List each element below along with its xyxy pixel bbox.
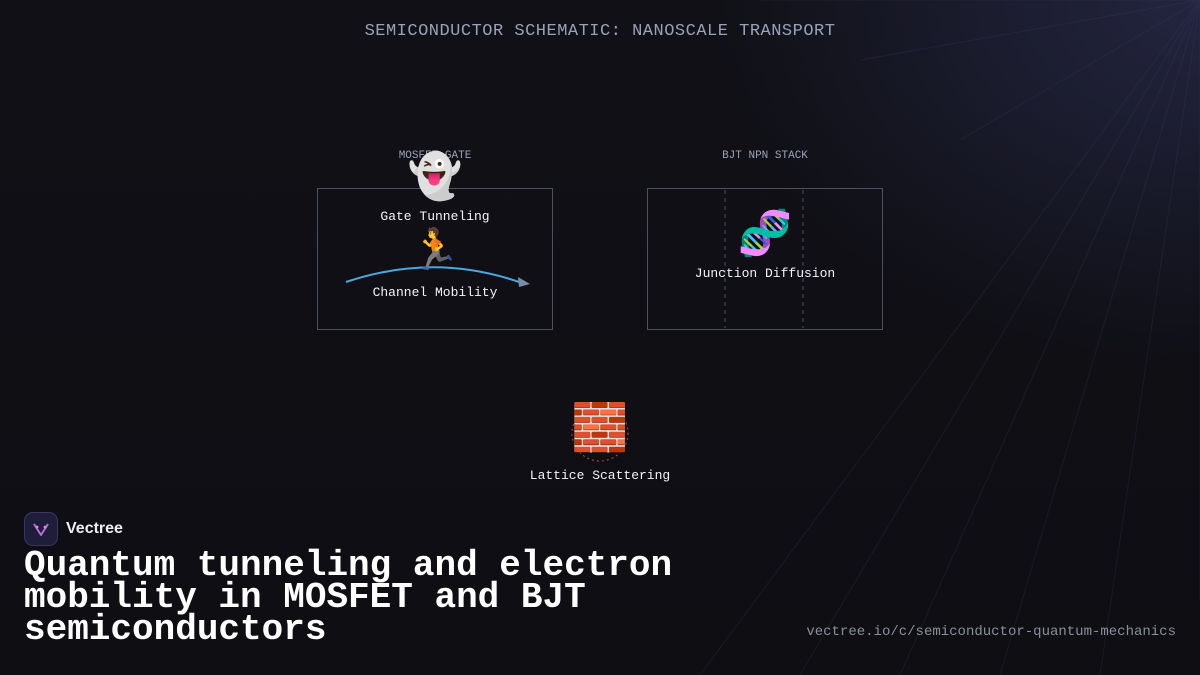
bjt-panel (647, 188, 883, 330)
channel-arrow-head (518, 277, 530, 287)
lattice-scattering-label: Lattice Scattering (529, 468, 671, 483)
lattice-ring (571, 404, 629, 462)
mosfet-panel-label: MOSFET GATE (398, 150, 472, 162)
bjt-panel-label: BJT NPN STACK (722, 150, 808, 162)
ghost-icon: 👻 (407, 155, 463, 205)
runner-icon: 🏃 (410, 231, 460, 276)
vectree-logo-icon (24, 512, 58, 546)
brick-wall-icon: 🧱 (571, 405, 629, 457)
channel-mobility-curve (345, 266, 523, 284)
headline: Quantum tunneling and electron mobility … (24, 545, 673, 650)
diagram-title: SEMICONDUCTOR SCHEMATIC: NANOSCALE TRANS… (364, 22, 836, 41)
channel-mobility-label: Channel Mobility (372, 285, 498, 300)
dna-icon: 🧬 (737, 212, 793, 262)
gate-tunneling-label: Gate Tunneling (380, 209, 490, 224)
mosfet-panel (317, 188, 553, 330)
source-url: vectree.io/c/semiconductor-quantum-mecha… (806, 624, 1176, 640)
junction-diffusion-label: Junction Diffusion (694, 266, 836, 281)
brand: Vectree (24, 512, 123, 546)
brand-name: Vectree (66, 520, 123, 537)
